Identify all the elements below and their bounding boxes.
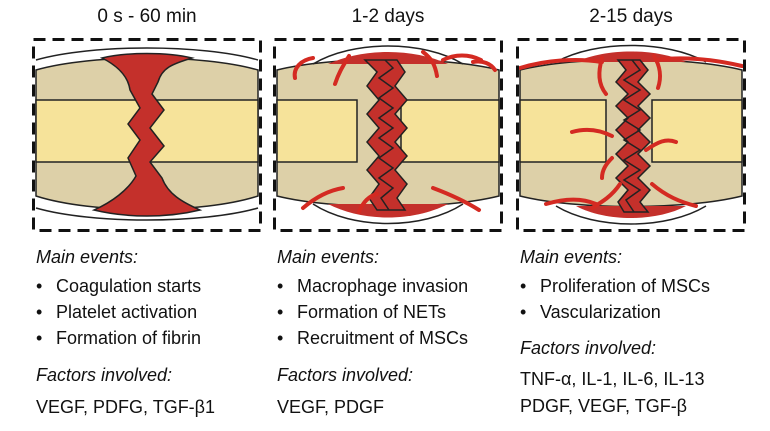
list-item: •Proliferation of MSCs (520, 273, 710, 299)
main-events-heading: Main events: (277, 247, 380, 267)
bullet-icon: • (36, 302, 43, 322)
bone-fracture-inflammation-illustration (273, 38, 503, 232)
bullet-icon: • (277, 302, 284, 322)
main-events-list: •Macrophage invasion •Formation of NETs … (277, 273, 468, 351)
factors-line: VEGF, PDGF (277, 397, 385, 417)
factors-line: PDGF, VEGF, TGF-β (520, 396, 688, 416)
bullet-icon: • (277, 276, 284, 296)
list-item: •Macrophage invasion (277, 273, 468, 299)
list-item: •Formation of fibrin (36, 325, 201, 351)
factors-involved-heading: Factors involved: (36, 365, 173, 385)
list-item: •Formation of NETs (277, 299, 468, 325)
bone-fracture-hematoma-illustration (32, 38, 262, 232)
list-item: •Platelet activation (36, 299, 201, 325)
factors-line: VEGF, PDFG, TGF-β1 (36, 397, 216, 417)
stage-title: 0 s - 60 min (97, 6, 197, 27)
bullet-icon: • (36, 328, 43, 348)
main-events-heading: Main events: (520, 247, 623, 267)
list-item: •Coagulation starts (36, 273, 201, 299)
main-events-heading: Main events: (36, 247, 139, 267)
stage-title: 1-2 days (351, 6, 425, 27)
stage-title: 2-15 days (589, 6, 673, 27)
bullet-icon: • (520, 302, 527, 322)
factors-involved-heading: Factors involved: (520, 338, 657, 358)
bullet-icon: • (520, 276, 527, 296)
factors-involved-heading: Factors involved: (277, 365, 414, 385)
bullet-icon: • (277, 328, 284, 348)
list-item: •Recruitment of MSCs (277, 325, 468, 351)
factors-line: TNF-α, IL-1, IL-6, IL-13 (520, 369, 705, 389)
bullet-icon: • (36, 276, 43, 296)
bone-fracture-repair-illustration (516, 38, 746, 232)
main-events-list: •Coagulation starts •Platelet activation… (36, 273, 201, 351)
main-events-list: •Proliferation of MSCs •Vascularization (520, 273, 710, 325)
list-item: •Vascularization (520, 299, 710, 325)
